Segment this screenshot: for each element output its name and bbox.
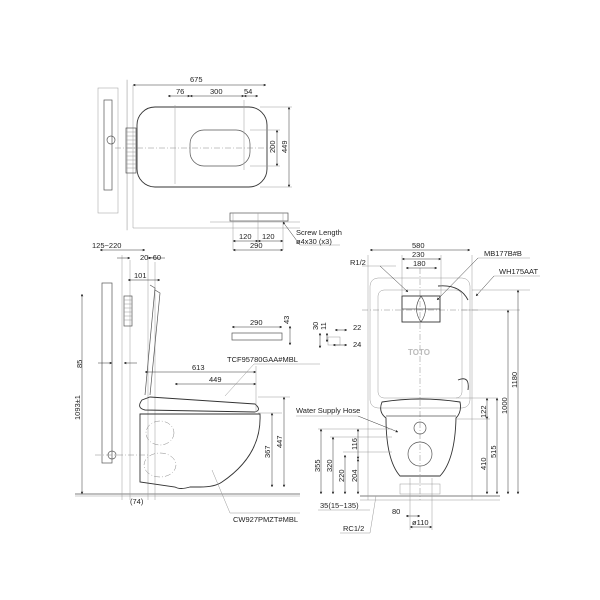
toilet-seat-side (139, 396, 259, 413)
dim-290-bracket: 290 (250, 241, 263, 250)
dim-101: 101 (134, 271, 147, 280)
front-view: TOTO 580 230 180 R1/2 MB177B#B WH175AAT … (296, 241, 540, 534)
dim-116: 116 (350, 438, 359, 450)
bowl-model-label: CW927PMZT#MBL (233, 515, 298, 524)
carrier-frame-top (103, 99, 113, 191)
dim-449-side: 449 (209, 375, 222, 384)
dim-320: 320 (325, 459, 334, 472)
dim-580: 580 (412, 241, 425, 250)
dim-200: 200 (268, 140, 277, 153)
dim-80: 80 (392, 507, 400, 516)
thread-label-r12: R1/2 (350, 258, 366, 267)
dim-122: 122 (479, 405, 488, 418)
valve-thread-label: RC1/2 (343, 524, 364, 533)
dim-43: 43 (282, 316, 291, 324)
dim-85: 85 (75, 360, 84, 368)
dim-290-plate: 290 (250, 318, 263, 327)
dim-22: 22 (353, 323, 361, 332)
bracket-detail: 120 120 290 Screw Length ø4x30 (x3) (210, 212, 342, 252)
dim-120-left: 120 (239, 232, 252, 241)
water-supply-hose-label: Water Supply Hose (296, 406, 360, 415)
dim-drain-dia: ø110 (412, 518, 429, 527)
dim-24: 24 (353, 340, 361, 349)
side-view: 125~220 20~60 101 85 1093±1 (74) 613 449… (73, 241, 320, 524)
drain-outlet (407, 441, 433, 467)
toilet-bowl-side (139, 413, 261, 489)
seat-model-label: TCF95780GAA#MBL (227, 355, 298, 364)
plate-detail: 290 43 30 11 22 24 (231, 316, 361, 349)
flush-plate-model: MB177B#B (484, 249, 522, 258)
dim-125-220: 125~220 (92, 241, 121, 250)
dim-74: (74) (130, 497, 144, 506)
screw-length-label: Screw Length (296, 228, 342, 237)
dim-11: 11 (319, 322, 328, 330)
dim-180: 180 (413, 259, 426, 268)
dim-230: 230 (412, 250, 425, 259)
dim-35-valve: 35(15~135) (320, 501, 359, 510)
dim-515: 515 (489, 445, 498, 458)
dim-120-right: 120 (262, 232, 275, 241)
dim-76: 76 (176, 87, 184, 96)
dim-220: 220 (337, 469, 346, 482)
dim-449-top: 449 (280, 140, 289, 153)
dim-1180: 1180 (510, 372, 519, 388)
carrier-frame-side (101, 282, 113, 464)
dim-1093: 1093±1 (73, 395, 82, 420)
dim-355: 355 (313, 459, 322, 472)
dim-300: 300 (210, 87, 223, 96)
dim-54: 54 (244, 87, 252, 96)
toto-logo: TOTO (408, 348, 430, 357)
toilet-seat-top (136, 106, 268, 188)
dim-675: 675 (190, 75, 203, 84)
top-view: 675 76 300 54 200 449 (97, 75, 300, 231)
toilet-bowl-front (380, 398, 461, 477)
dim-20-60: 20~60 (140, 253, 161, 262)
dim-410: 410 (479, 457, 488, 470)
screw-spec: ø4x30 (x3) (296, 237, 332, 246)
dim-1000: 1000 (500, 397, 509, 414)
carrier-model: WH175AAT (499, 267, 538, 276)
dim-613: 613 (192, 363, 205, 372)
dim-204: 204 (350, 469, 359, 482)
dim-30: 30 (311, 322, 320, 330)
dim-367: 367 (263, 445, 272, 458)
dim-447: 447 (275, 435, 284, 448)
